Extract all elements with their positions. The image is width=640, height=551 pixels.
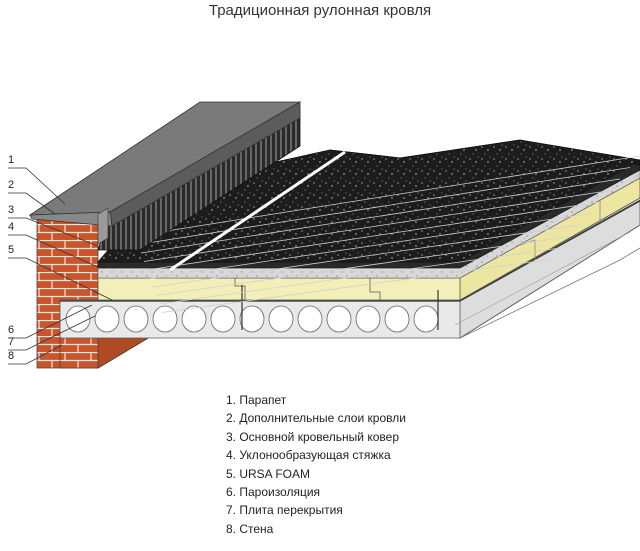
- hollow-core: [297, 305, 323, 333]
- roll-seam: [137, 167, 631, 245]
- callout-number: 2: [8, 179, 14, 191]
- roll-seam: [158, 247, 561, 305]
- callout-number: 1: [8, 154, 14, 166]
- parapet-cap: [28, 101, 302, 245]
- roll-seam: [134, 155, 640, 237]
- legend-item: 6. Пароизоляция: [226, 485, 321, 500]
- roll-seam: [140, 178, 621, 254]
- roll-seam-lines: [134, 155, 640, 313]
- hollow-core: [152, 305, 178, 333]
- hollow-core: [413, 305, 439, 333]
- roll-seam: [149, 213, 591, 279]
- legend-item: 2. Дополнительные слои кровли: [226, 411, 406, 426]
- roll-seam: [161, 259, 551, 313]
- roll-seam: [155, 236, 571, 296]
- callout-number: 7: [8, 336, 14, 348]
- roll-seam: [152, 224, 581, 288]
- vapor-barrier: [60, 200, 640, 302]
- roll-seam-highlight: [169, 150, 346, 272]
- floor-slab: [59, 199, 640, 339]
- legend-item: 8. Стена: [226, 521, 274, 536]
- hollow-core: [239, 305, 265, 333]
- roll-seam: [146, 201, 601, 271]
- hollow-core: [123, 305, 149, 333]
- roll-seam: [143, 190, 611, 262]
- legend-item: 7. Плита перекрытия: [226, 503, 343, 518]
- hollow-core: [384, 305, 410, 333]
- hollow-core: [355, 305, 381, 333]
- callout-leaders: [8, 167, 113, 365]
- callout-number: 8: [8, 350, 14, 362]
- callout-number: 6: [8, 324, 14, 336]
- hollow-core: [181, 305, 207, 333]
- legend: 1. Парапет 2. Дополнительные слои кровли…: [226, 391, 406, 538]
- hollow-core: [326, 305, 352, 333]
- legend-item: 4. Уклонообразующая стяжка: [226, 448, 391, 463]
- legend-item: 1. Парапет: [226, 393, 287, 407]
- callout-number: 4: [8, 221, 14, 233]
- legend-item: 5. URSA FOAM: [226, 466, 311, 481]
- legend-item: 3. Основной кровельный ковер: [226, 429, 399, 444]
- hollow-core: [268, 305, 294, 333]
- callout-number: 3: [8, 204, 14, 216]
- hollow-core: [210, 305, 236, 333]
- diagram-title: Традиционная рулонная кровля: [208, 2, 432, 19]
- hollow-core: [65, 305, 91, 333]
- callout-labels: 1 2 3 4 5 67 8: [8, 154, 14, 362]
- slab-hollow-cores: [65, 305, 439, 333]
- hollow-core: [94, 305, 120, 333]
- callout-number: 5: [8, 244, 14, 256]
